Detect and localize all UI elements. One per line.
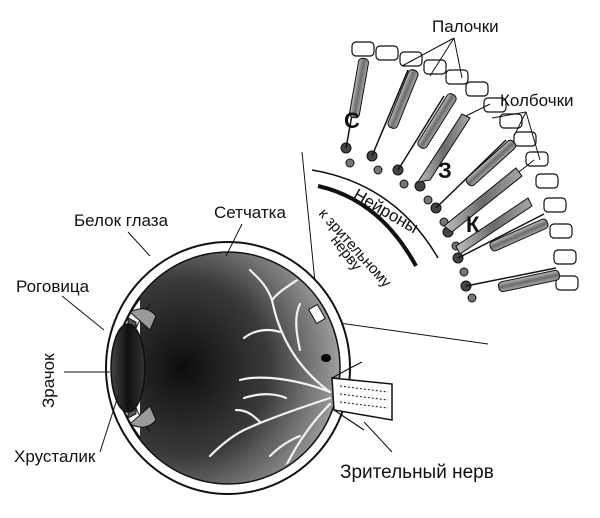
eye-cross-section: Белок глаза Сетчатка Роговица Зрачок Хру… bbox=[14, 203, 494, 495]
retina-zoom-inset: Палочки Колбочки С З К Нейроны к зритель… bbox=[301, 17, 579, 345]
optic-nerve bbox=[331, 361, 393, 431]
cone-letter-blue: К bbox=[466, 212, 480, 237]
lens bbox=[110, 323, 146, 413]
bipolar-cells bbox=[345, 158, 477, 303]
cones-label: Колбочки bbox=[500, 91, 574, 110]
retina-eyeball bbox=[115, 251, 341, 485]
neuron-layer-outline bbox=[311, 169, 439, 259]
rod-cell bbox=[435, 139, 517, 209]
ciliary-body-bottom bbox=[129, 405, 157, 428]
ciliary-body-top bbox=[129, 308, 157, 331]
pupil-label: Зрачок bbox=[39, 353, 58, 408]
rods-leader-lines bbox=[401, 37, 463, 79]
label-leader-lines bbox=[61, 223, 393, 453]
zoom-pointer-line bbox=[331, 321, 489, 345]
pigment-layer bbox=[351, 41, 579, 291]
rods-label: Палочки bbox=[432, 17, 499, 36]
ganglion-cells bbox=[340, 142, 472, 292]
cones-leader-lines bbox=[491, 111, 541, 161]
rod-cell bbox=[371, 69, 419, 157]
rod-cell bbox=[345, 57, 369, 149]
rod-cell bbox=[397, 93, 457, 171]
retina-sample-patch bbox=[307, 303, 327, 325]
lens-label: Хрусталик bbox=[14, 447, 96, 466]
sclera-label: Белок глаза bbox=[74, 211, 169, 230]
rod-cell bbox=[465, 267, 561, 293]
cornea-label: Роговица bbox=[16, 277, 90, 296]
cone-cell bbox=[416, 103, 491, 183]
rod-cell bbox=[457, 213, 549, 259]
cone-cell bbox=[455, 197, 533, 255]
cone-cell bbox=[443, 159, 535, 233]
cone-letter-green: З bbox=[438, 158, 452, 183]
neurons-label: Нейроны bbox=[350, 185, 422, 237]
cone-cells bbox=[416, 103, 535, 255]
macula bbox=[321, 354, 331, 362]
cone-letter-red: С bbox=[344, 108, 360, 133]
optic-nerve-label: Зрительный нерв bbox=[340, 462, 494, 483]
neuron-layer-arc bbox=[317, 184, 418, 267]
retina-label: Сетчатка bbox=[214, 203, 286, 222]
rod-cells bbox=[345, 57, 561, 293]
